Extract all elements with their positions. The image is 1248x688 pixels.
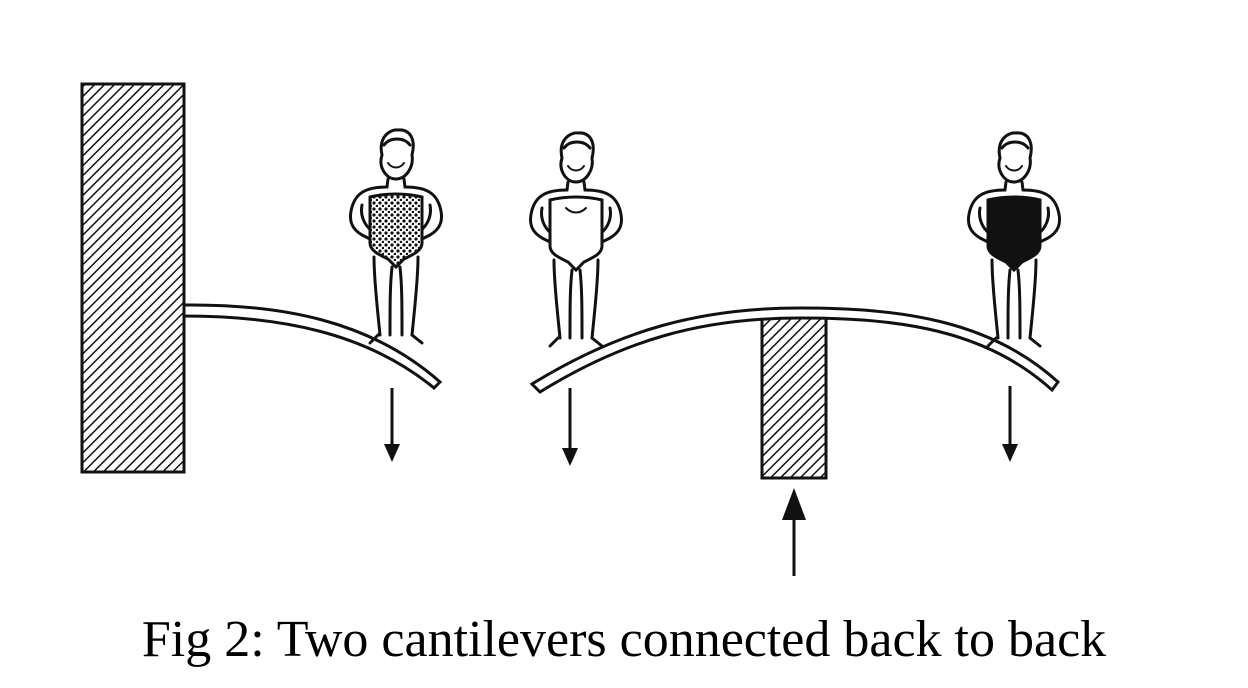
wall-support [80,82,186,474]
suit-plain [548,195,604,273]
figure-caption: Fig 2: Two cantilevers connected back to… [141,611,1107,668]
left-cantilever-beam [182,303,443,391]
back-to-back-cantilever-beam [529,306,1061,394]
reaction-arrow-support [782,488,806,576]
load-arrow-right [1002,386,1018,462]
person-right [966,131,1062,348]
middle-support-pillar [760,312,828,480]
cantilever-diagram [80,82,1062,576]
suit-black [986,195,1042,273]
load-arrow-left [384,388,400,462]
load-arrow-middle [562,388,578,466]
suit-patterned [368,192,424,270]
person-left [348,128,444,345]
person-middle [528,131,624,348]
